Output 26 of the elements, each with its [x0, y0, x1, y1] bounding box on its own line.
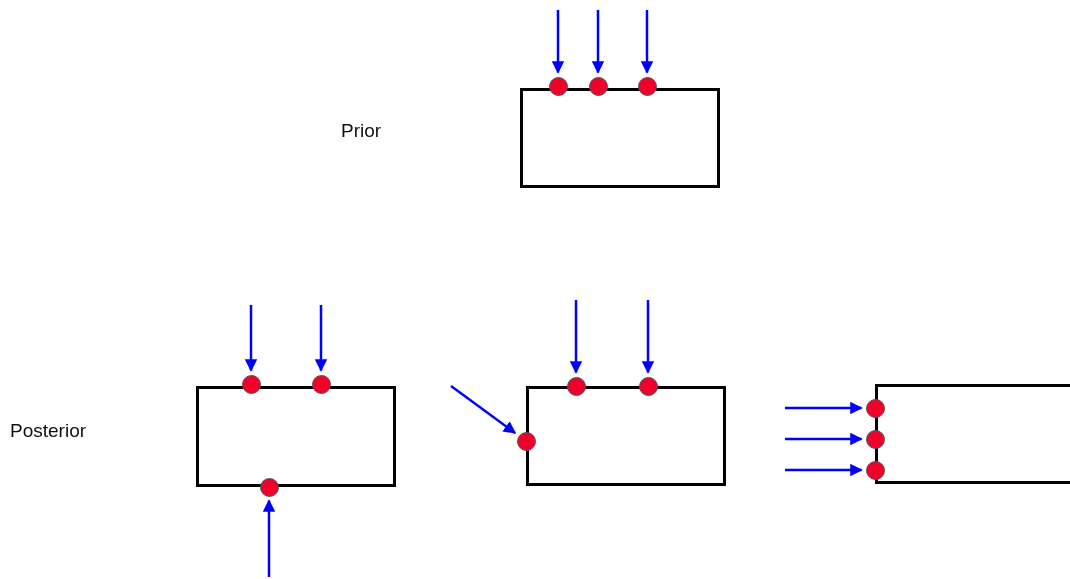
load-point [311, 374, 331, 394]
load-point [865, 398, 885, 418]
load-point [241, 374, 261, 394]
load-arrow [244, 305, 258, 372]
load-arrow [640, 10, 654, 74]
load-arrow [314, 305, 328, 372]
load-point [637, 76, 657, 96]
load-point [548, 76, 568, 96]
load-arrow [785, 432, 863, 446]
load-point [566, 376, 586, 396]
load-point [516, 431, 536, 451]
load-arrow [450, 385, 517, 435]
load-point [588, 76, 608, 96]
load-arrow [785, 401, 863, 415]
load-arrow [551, 10, 565, 74]
load-point [865, 460, 885, 480]
load-arrow [591, 10, 605, 74]
load-point [638, 376, 658, 396]
load-arrow [641, 300, 655, 374]
case-label: Posterior [10, 420, 87, 442]
load-point [259, 477, 279, 497]
load-point [865, 429, 885, 449]
load-arrow [569, 300, 583, 374]
load-arrow [262, 499, 276, 577]
case-label: Prior [341, 120, 382, 142]
load-arrow [785, 463, 863, 477]
